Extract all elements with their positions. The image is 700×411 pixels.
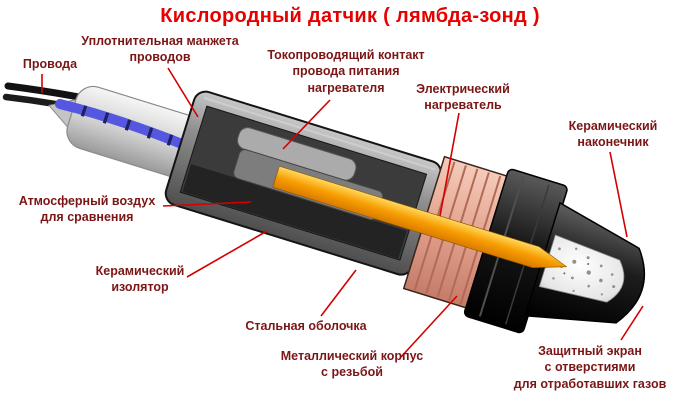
label-line: провода питания (292, 64, 400, 79)
page-title: Кислородный датчик ( лямбда-зонд ) (160, 5, 540, 27)
label-ceramic-insulator: Керамический изолятор (82, 263, 198, 296)
leader-lines (41, 67, 644, 358)
label-line: Керамический (95, 264, 185, 278)
label-metal-body: Металлический корпус с резьбой (264, 348, 440, 381)
label-line: проводов (129, 50, 191, 65)
label-line: Керамический (568, 119, 658, 133)
label-line: Токопроводящий контакт (267, 48, 425, 62)
label-atmospheric-air: Атмосферный воздух для сравнения (9, 193, 165, 226)
label-protective-shield: Защитный экран с отверстиями для отработ… (497, 343, 683, 392)
label-line: Атмосферный воздух (18, 194, 156, 208)
label-line: изолятор (111, 280, 169, 295)
body-group (164, 90, 646, 334)
label-line: с отверстиями (544, 360, 636, 375)
electric-heater-rod (272, 165, 568, 269)
label-line: для сравнения (40, 210, 134, 225)
label-line: для отработавших газов (513, 376, 667, 391)
label-line: Электрический (416, 82, 510, 96)
leader-body (400, 295, 458, 358)
label-line: Уплотнительная манжета (81, 34, 239, 48)
label-line: с резьбой (321, 365, 383, 380)
leader-contact (282, 99, 331, 150)
ceramic-speckles (552, 247, 616, 296)
leader-cuff (167, 67, 199, 118)
leader-tip (609, 151, 628, 238)
label-steel-shell: Стальная оболочка (221, 318, 391, 334)
ceramic-tip (538, 234, 625, 303)
label-sealing-sleeve: Уплотнительная манжета проводов (60, 33, 260, 66)
label-line: Стальная оболочка (245, 319, 367, 333)
leader-heater (439, 112, 460, 217)
label-line: Защитный экран (538, 344, 642, 358)
label-line: Провода (22, 57, 78, 71)
label-wires: Провода (14, 56, 86, 72)
shell-highlight (203, 97, 436, 171)
label-line: Металлический корпус (280, 349, 424, 363)
label-ceramic-tip: Керамический наконечник (554, 118, 672, 151)
wire-blue (55, 99, 197, 153)
label-heater-contact: Токопроводящий контакт провода питания н… (258, 47, 434, 96)
air-gap (182, 164, 407, 259)
label-line: наконечник (577, 135, 649, 150)
label-line: нагревателя (307, 80, 385, 95)
leader-shell (320, 269, 357, 317)
label-electric-heater: Электрический нагреватель (405, 81, 521, 114)
leader-insulator (186, 230, 268, 278)
label-line: нагреватель (424, 98, 502, 113)
leader-air (162, 201, 252, 207)
leader-shield (620, 305, 644, 341)
